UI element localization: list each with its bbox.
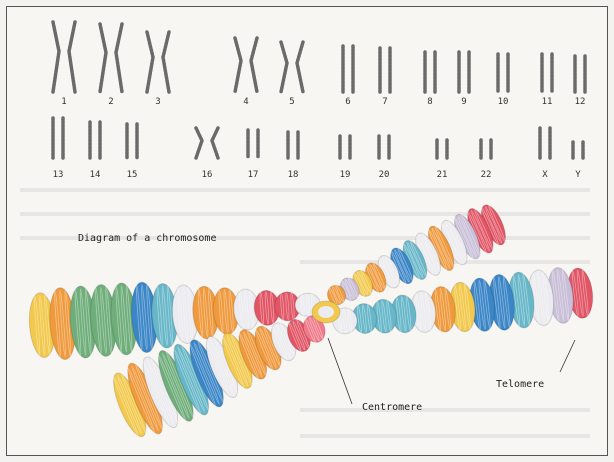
chromosome-number: 2 [108, 97, 113, 107]
chromosome-number: 11 [542, 97, 553, 107]
chromosome-number: 15 [127, 170, 138, 180]
chromosome-number: 6 [345, 97, 350, 107]
centromere-label: Centromere [362, 402, 422, 413]
chromosome-pair: 18 [288, 132, 299, 180]
chromosome-number: X [542, 170, 548, 180]
chromosome-pair: 17 [248, 130, 259, 180]
chromosome-pair: 7 [380, 48, 390, 107]
chromosome-number: 20 [379, 170, 390, 180]
chromosome-number: 21 [437, 170, 448, 180]
chromatid [196, 128, 202, 158]
chromosome-number: 4 [243, 97, 248, 107]
chromosome-pair: 16 [196, 128, 218, 180]
chromatid [69, 22, 75, 92]
chromosome-pair: 11 [542, 54, 553, 107]
chromosome-pair: 22 [481, 140, 492, 180]
chromatid [297, 42, 303, 92]
chromosome-number: 13 [53, 170, 64, 180]
chromosome-number: 10 [498, 97, 509, 107]
chromosome-pair: 13 [53, 118, 64, 180]
chromatid [163, 32, 169, 92]
chromosome-number: 3 [155, 97, 160, 107]
chromosome-pair: 2 [100, 24, 122, 107]
chromosome-pair: 20 [379, 136, 390, 180]
chromosome-pair: 10 [498, 54, 509, 107]
chromosome-pair: Y [573, 142, 583, 180]
chromosome-pair: X [540, 128, 550, 180]
chromosome-number: 8 [427, 97, 432, 107]
centromere-leader-line [328, 338, 352, 404]
chromosome-pair: 15 [127, 124, 138, 180]
chromosome-number: 9 [461, 97, 466, 107]
chromosome-number: 17 [248, 170, 259, 180]
chromatid [212, 128, 218, 158]
chromosome-pair: 8 [425, 52, 435, 107]
karyotype-row-2: 13 14 15 16 17 18 19 20 21 22 X Y [53, 118, 583, 180]
chromosome-pair: 6 [343, 46, 353, 107]
chromatid [251, 38, 257, 92]
chromosome-number: 12 [575, 97, 586, 107]
chromosome-pair: 4 [235, 38, 257, 107]
chromosome-pair: 3 [147, 32, 169, 107]
chromosome-pair: 9 [459, 52, 469, 107]
chromosome-number: 22 [481, 170, 492, 180]
chromatid [53, 22, 59, 92]
chromatid [281, 42, 287, 92]
chromosome-number: Y [575, 170, 581, 180]
chromosome-number: 19 [340, 170, 351, 180]
chromosome-pair: 1 [53, 22, 75, 107]
chromosome-number: 16 [202, 170, 213, 180]
chromosome-pair: 21 [437, 140, 448, 180]
chromosome-number: 14 [90, 170, 101, 180]
chromosome-pair: 5 [281, 42, 303, 107]
chromosome-number: 5 [289, 97, 294, 107]
chromatid [147, 32, 153, 92]
chromosome-number: 7 [382, 97, 387, 107]
chromatid [100, 24, 106, 92]
chromosome-number: 18 [288, 170, 299, 180]
chromosome-number: 1 [61, 97, 66, 107]
telomere-leader-line [560, 340, 575, 372]
chromosome-pair: 12 [575, 56, 586, 107]
centromere-core [318, 306, 334, 318]
chromatid [116, 24, 122, 92]
diagram-caption: Diagram of a chromosome [78, 233, 216, 244]
chromosome-pair: 19 [340, 136, 351, 180]
chromosome-pair: 14 [90, 122, 101, 180]
chromatid [235, 38, 241, 92]
telomere-label: Telomere [496, 379, 544, 390]
